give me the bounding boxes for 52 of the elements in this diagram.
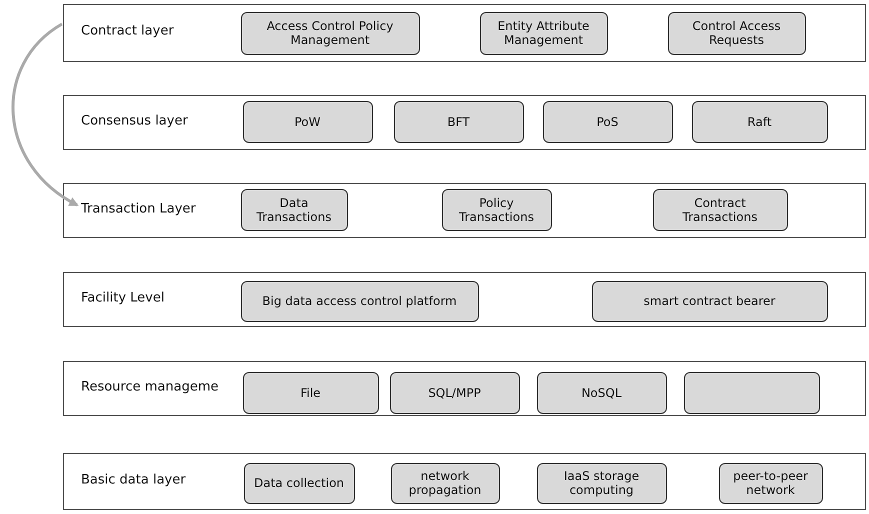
component-label: NoSQL bbox=[581, 386, 622, 400]
component-box bbox=[240, 280, 478, 322]
component-box bbox=[390, 372, 520, 414]
component-label: Access Control Policy Management bbox=[266, 19, 394, 47]
component-box bbox=[244, 462, 354, 504]
layer-label: Contract layer bbox=[81, 24, 174, 38]
component-label: Control Access Requests bbox=[691, 19, 782, 47]
layer-band bbox=[63, 183, 866, 238]
component-box bbox=[394, 100, 524, 142]
component-label: peer-to-peer network bbox=[732, 469, 809, 497]
component-label: Big data access control platform bbox=[262, 294, 457, 308]
component-box bbox=[480, 12, 608, 54]
component-box bbox=[242, 372, 378, 414]
component-label: Data collection bbox=[254, 476, 344, 490]
component-box bbox=[542, 100, 672, 142]
component-label: BFT bbox=[447, 114, 470, 128]
layer-label: Facility Level bbox=[81, 290, 164, 305]
component-label: smart contract bearer bbox=[644, 294, 776, 308]
layer-band bbox=[63, 453, 866, 510]
component-box bbox=[536, 372, 666, 414]
layer-label: Consensus layer bbox=[81, 113, 188, 128]
component-label: SQL/MPP bbox=[428, 386, 481, 400]
component-box bbox=[684, 372, 820, 414]
curved-arrow bbox=[12, 22, 79, 206]
layer-label: Resource manageme bbox=[81, 379, 218, 394]
component-box bbox=[652, 188, 788, 230]
component-box bbox=[442, 188, 552, 230]
component-box bbox=[240, 188, 348, 230]
component-label: PoS bbox=[596, 114, 618, 128]
component-box bbox=[668, 12, 806, 54]
component-box bbox=[718, 462, 822, 504]
component-label: File bbox=[300, 386, 321, 400]
component-label: Contract Transactions bbox=[682, 196, 758, 224]
layer-label: Basic data layer bbox=[81, 472, 186, 487]
component-label: Policy Transactions bbox=[458, 196, 535, 224]
component-label: Entity Attribute Management bbox=[496, 19, 590, 47]
layer-band bbox=[63, 272, 866, 327]
component-box bbox=[390, 462, 500, 504]
layer-label: Transaction Layer bbox=[81, 201, 196, 216]
component-box bbox=[692, 100, 828, 142]
layer-band bbox=[63, 95, 866, 150]
layer-band bbox=[63, 4, 866, 62]
component-box bbox=[536, 462, 666, 504]
layer-band bbox=[63, 361, 866, 416]
component-label: Data Transactions bbox=[256, 196, 332, 224]
component-label: IaaS storage computing bbox=[562, 469, 640, 497]
component-label: network propagation bbox=[408, 469, 482, 497]
component-box bbox=[242, 100, 372, 142]
component-box bbox=[592, 280, 828, 322]
component-label: PoW bbox=[294, 114, 320, 128]
component-label: Raft bbox=[747, 114, 772, 128]
component-box bbox=[240, 12, 420, 54]
